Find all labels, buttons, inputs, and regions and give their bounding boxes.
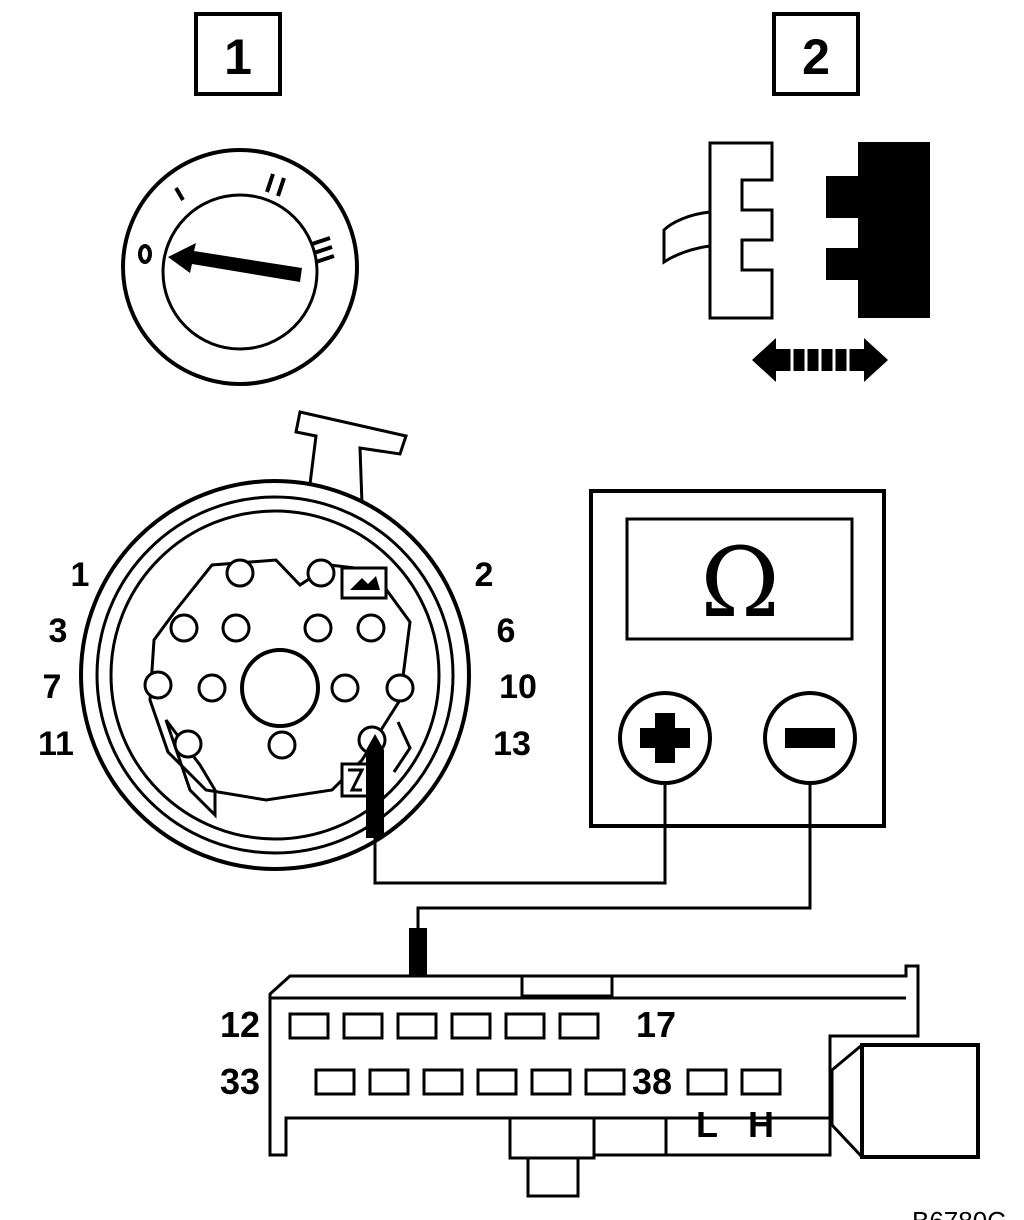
positive-terminal <box>618 691 712 785</box>
pin-slot <box>530 1068 572 1096</box>
step-1-label: 1 <box>224 29 252 85</box>
pin-slot <box>450 1012 492 1040</box>
positive-lead-wire <box>373 783 667 885</box>
key-position-1 <box>174 186 185 202</box>
switch-pin-label: 11 <box>38 725 74 763</box>
pin-hole <box>169 613 199 643</box>
switch-pin-label: 2 <box>475 556 494 594</box>
pin-slot <box>476 1068 518 1096</box>
latch <box>520 974 614 998</box>
switch-pin-label: 13 <box>493 725 531 763</box>
figure-reference-code: B6780C <box>912 1206 1006 1220</box>
pin-hole <box>197 673 227 703</box>
switch-pin-label: 6 <box>497 612 516 650</box>
key-position-3 <box>311 236 335 264</box>
pin-hole <box>306 558 336 588</box>
pin-slot <box>288 1012 330 1040</box>
ohm-symbol: Ω <box>700 527 780 639</box>
step-1-box: 1 <box>194 12 282 96</box>
connector-unplug-illustration <box>662 141 930 382</box>
plus-icon <box>640 713 690 763</box>
step-2-box: 2 <box>772 12 860 96</box>
switch-pin-label: 7 <box>43 668 62 706</box>
ohmmeter: Ω <box>589 489 886 828</box>
pin-hole <box>385 673 415 703</box>
center-hole <box>240 648 320 728</box>
left-slot <box>164 719 217 819</box>
switch-pin-label: 3 <box>49 612 68 650</box>
connector-foot <box>508 1116 596 1198</box>
meter-display <box>625 517 854 641</box>
negative-terminal <box>763 691 857 785</box>
pin-hole <box>221 613 251 643</box>
right-slot <box>392 721 412 773</box>
terminal-marker-bottom <box>340 762 370 798</box>
minus-icon <box>785 728 835 748</box>
key-position-arrow <box>168 243 302 282</box>
control-unit-connector: 12 17 33 38 L H <box>220 964 980 1198</box>
plug-housing <box>708 141 774 320</box>
double-arrow-icon <box>752 338 888 382</box>
pin-slot <box>368 1068 410 1096</box>
step-2-label: 2 <box>802 29 830 85</box>
switch-pin-label: 10 <box>499 668 537 706</box>
connector-pin-label-12: 12 <box>220 1004 260 1045</box>
connector-pin-slots <box>288 1012 782 1096</box>
plug-tab <box>662 210 712 265</box>
connector-pin-label-38: 38 <box>632 1061 672 1102</box>
switch-pin-holes <box>143 558 415 760</box>
pin-hole <box>267 730 297 760</box>
pin-slot <box>558 1012 600 1040</box>
pin-hole <box>330 673 360 703</box>
pin-hole <box>173 729 203 759</box>
key-position-marks <box>138 173 335 264</box>
pin-hole <box>225 558 255 588</box>
terminal-marker-top <box>340 566 388 600</box>
pin-slot <box>504 1012 546 1040</box>
key-position-0 <box>138 244 152 264</box>
connector-pin-label-17: 17 <box>636 1004 676 1045</box>
connector-label-low: L <box>696 1104 718 1145</box>
positive-probe <box>366 734 384 838</box>
key-position-2 <box>265 173 286 197</box>
pin-slot <box>740 1068 782 1096</box>
negative-lead-wire <box>416 783 812 928</box>
pin-slot <box>686 1068 728 1096</box>
ignition-switch-connector: 1 2 3 6 7 10 11 13 <box>38 410 537 871</box>
pin-slot <box>314 1068 356 1096</box>
ignition-key-dial <box>121 148 359 386</box>
pin-hole <box>143 670 173 700</box>
pin-slot <box>396 1012 438 1040</box>
pin-hole <box>356 613 386 643</box>
pin-slot <box>342 1012 384 1040</box>
pin-slot <box>422 1068 464 1096</box>
socket-housing <box>826 142 930 318</box>
test-leads <box>373 783 812 928</box>
connector-pin-label-33: 33 <box>220 1061 260 1102</box>
switch-pin-label: 1 <box>71 556 90 594</box>
connector-label-high: H <box>748 1104 774 1145</box>
pin-hole <box>303 613 333 643</box>
pin-slot <box>584 1068 626 1096</box>
side-plug <box>830 1043 980 1159</box>
